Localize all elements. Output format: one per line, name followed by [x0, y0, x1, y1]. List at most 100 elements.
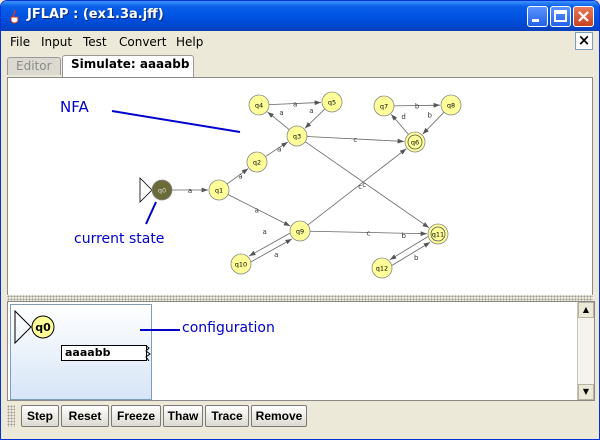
- state-label-q2: q2: [253, 159, 261, 167]
- nfa-annotation: NFA: [60, 98, 89, 116]
- transition-label-q10-q9: a: [274, 251, 278, 259]
- config-state-label: q0: [35, 321, 51, 334]
- transition-label-q11-q12: b: [402, 232, 407, 240]
- state-q8[interactable]: q8: [440, 94, 462, 116]
- nfa-pointer: [111, 110, 241, 133]
- menu-test[interactable]: Test: [83, 35, 107, 49]
- title-bar[interactable]: JFLAP : (ex1.3a.jff): [1, 1, 599, 31]
- transition-label-q7-q8: b: [415, 103, 420, 111]
- close-tab-button[interactable]: ×: [575, 32, 593, 50]
- transition-q7-q8: [393, 102, 441, 108]
- scroll-up-button[interactable]: ▲: [578, 302, 594, 318]
- transition-edges: [172, 100, 445, 266]
- state-label-q9: q9: [296, 228, 304, 236]
- config-scrollbar[interactable]: ▲ ▼: [577, 302, 594, 400]
- minimize-icon: [532, 19, 539, 22]
- thaw-button[interactable]: Thaw: [163, 405, 203, 427]
- configuration-panel: q0 aaaabb configuration ▲ ▼: [7, 301, 595, 401]
- window-title: JFLAP : (ex1.3a.jff): [27, 7, 164, 22]
- menu-convert[interactable]: Convert: [119, 35, 167, 49]
- state-label-q4: q4: [255, 102, 263, 110]
- transition-q11-q12: [389, 236, 429, 261]
- current-state-pointer: [145, 201, 157, 225]
- trace-button[interactable]: Trace: [205, 405, 249, 427]
- transition-q8-q6: [422, 111, 445, 135]
- transition-label-q12-q11: b: [414, 254, 419, 262]
- transition-label-q9-q6: c: [358, 183, 362, 191]
- state-q0[interactable]: q0: [139, 177, 173, 203]
- state-q12[interactable]: q12: [371, 257, 393, 279]
- transition-q9-q6: [307, 148, 407, 226]
- transition-label-q4-q5: a: [293, 101, 297, 109]
- step-button[interactable]: Step: [21, 405, 59, 427]
- freeze-button[interactable]: Freeze: [111, 405, 161, 427]
- tab-editor[interactable]: Editor: [7, 57, 61, 75]
- maximize-icon: [554, 10, 567, 22]
- input-tape: aaaabb: [61, 345, 147, 361]
- config-state-graphic: q0: [14, 309, 55, 345]
- state-label-q5: q5: [328, 99, 336, 107]
- close-button[interactable]: [573, 6, 594, 27]
- reset-button[interactable]: Reset: [61, 405, 109, 427]
- state-label-q10: q10: [235, 261, 247, 269]
- configuration-pointer: [140, 329, 180, 331]
- state-q5[interactable]: q5: [321, 91, 343, 113]
- transition-label-q3-q11: c: [362, 181, 366, 189]
- transition-q9-q11: [309, 230, 428, 237]
- transition-q12-q11: [391, 241, 431, 266]
- simulation-toolbar: Step Reset Freeze Thaw Trace Remove: [7, 403, 593, 429]
- transition-label-q3-q6: c: [353, 136, 357, 144]
- menu-file[interactable]: File: [10, 35, 31, 49]
- transition-q6-q7: [390, 114, 409, 135]
- state-q2[interactable]: q2: [246, 151, 268, 173]
- menu-bar: File Input Test Convert Help: [1, 31, 599, 53]
- state-q1[interactable]: q1: [208, 179, 230, 201]
- transition-label-q6-q7: d: [401, 113, 405, 121]
- transition-q2-q3: [265, 141, 288, 157]
- close-icon: [578, 11, 589, 22]
- tape-torn-edge: [145, 345, 151, 361]
- state-q7[interactable]: q7: [373, 95, 395, 117]
- menu-input[interactable]: Input: [41, 35, 73, 49]
- transition-q5-q3: [304, 108, 326, 129]
- state-label-q7: q7: [380, 103, 388, 111]
- transition-label-q9-q10: a: [263, 228, 267, 236]
- state-label-q11: q11: [432, 231, 444, 239]
- initial-state-arrow: [139, 177, 153, 203]
- scroll-down-button[interactable]: ▼: [578, 384, 594, 400]
- state-q6[interactable]: q6: [404, 131, 426, 153]
- transition-label-q0-q1: a: [188, 187, 192, 195]
- state-q10[interactable]: q10: [230, 253, 252, 275]
- state-label-q1: q1: [215, 187, 223, 195]
- java-cup-icon: [10, 9, 19, 24]
- state-label-q8: q8: [447, 102, 455, 110]
- state-label-q3: q3: [293, 133, 301, 141]
- state-q11[interactable]: q11: [427, 223, 449, 245]
- tab-simulate[interactable]: Simulate: aaaabb: [62, 55, 194, 77]
- transition-label-q2-q3: a: [277, 145, 281, 153]
- state-q4[interactable]: q4: [248, 94, 270, 116]
- current-state-annotation: current state: [74, 231, 164, 247]
- state-label-q0: q0: [158, 187, 166, 195]
- transition-label-q1-q2: a: [238, 172, 242, 180]
- toolbar-grip[interactable]: [7, 405, 15, 427]
- state-q3[interactable]: q3: [286, 125, 308, 147]
- split-pane-divider[interactable]: [7, 295, 593, 301]
- state-label-q6: q6: [411, 139, 419, 147]
- transition-label-q8-q6: b: [428, 112, 433, 120]
- state-label-q12: q12: [376, 265, 388, 273]
- configuration-card[interactable]: q0 aaaabb: [10, 304, 152, 400]
- minimize-button[interactable]: [527, 6, 548, 27]
- transition-q3-q6: [306, 136, 405, 144]
- menu-help[interactable]: Help: [176, 35, 204, 49]
- maximize-button[interactable]: [550, 6, 571, 27]
- transition-q3-q11: [304, 141, 430, 229]
- transition-label-q3-q4: a: [279, 109, 283, 117]
- remove-button[interactable]: Remove: [251, 405, 307, 427]
- transition-q1-q9: [227, 194, 291, 227]
- state-q9[interactable]: q9: [289, 220, 311, 242]
